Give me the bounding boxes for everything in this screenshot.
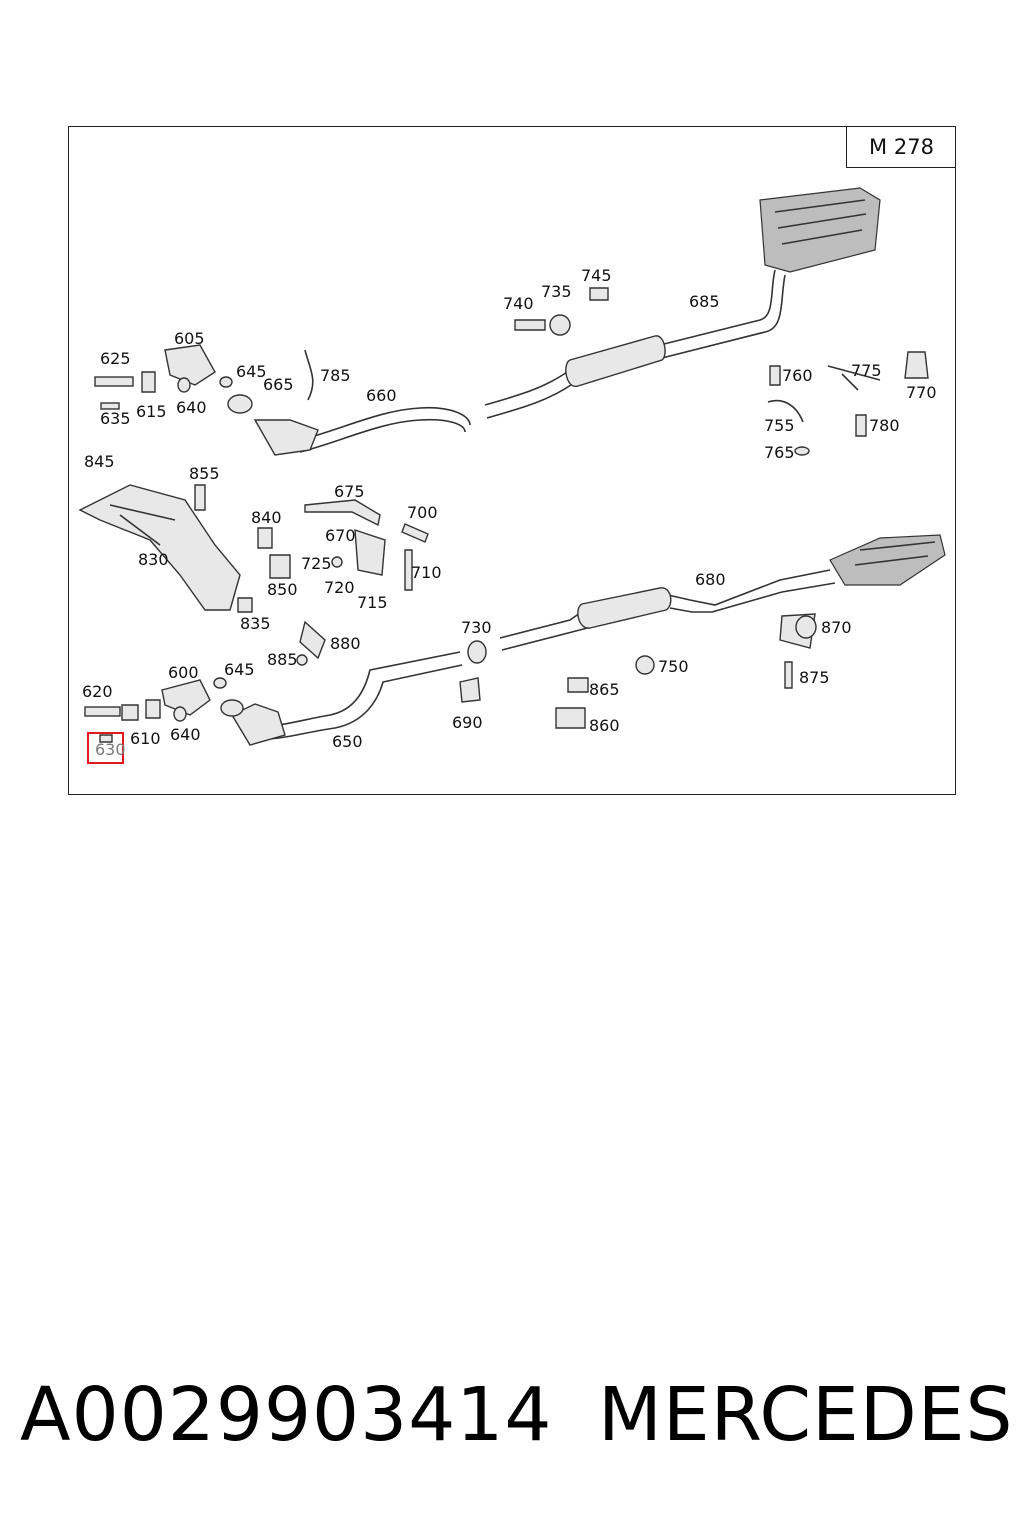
rear-silencer-lower: [829, 534, 946, 586]
heat-shield: [78, 484, 241, 611]
callout-645: 645: [224, 660, 255, 679]
callout-830: 830: [138, 550, 169, 569]
callout-675: 675: [334, 482, 365, 501]
callout-620: 620: [82, 682, 113, 701]
callout-760: 760: [782, 366, 813, 385]
callout-645: 645: [236, 362, 267, 381]
callout-610: 610: [130, 729, 161, 748]
diagram-frame: [68, 126, 956, 795]
callout-710: 710: [411, 563, 442, 582]
callout-685: 685: [689, 292, 720, 311]
callout-680: 680: [695, 570, 726, 589]
callout-625: 625: [100, 349, 131, 368]
callout-730: 730: [461, 618, 492, 637]
callout-660: 660: [366, 386, 397, 405]
callout-850: 850: [267, 580, 298, 599]
callout-765: 765: [764, 443, 795, 462]
callout-715: 715: [357, 593, 388, 612]
upper-exhaust-pipe: [299, 269, 786, 453]
footer: A0029903414 MERCEDES: [20, 1372, 1014, 1458]
callout-785: 785: [320, 366, 351, 385]
hardware-parts: [84, 287, 929, 743]
upper-muffler: [565, 335, 666, 387]
upper-catalytic-converter: [227, 394, 319, 456]
callout-755: 755: [764, 416, 795, 435]
callout-840: 840: [251, 508, 282, 527]
callout-770: 770: [906, 383, 937, 402]
callout-880: 880: [330, 634, 361, 653]
callout-700: 700: [407, 503, 438, 522]
callout-665: 665: [263, 375, 294, 394]
callout-835: 835: [240, 614, 271, 633]
callout-690: 690: [452, 713, 483, 732]
part-number: A0029903414: [20, 1372, 553, 1458]
callout-860: 860: [589, 716, 620, 735]
callout-780: 780: [869, 416, 900, 435]
callout-650: 650: [332, 732, 363, 751]
callout-600: 600: [168, 663, 199, 682]
highlighted-part-630[interactable]: 630: [87, 732, 126, 764]
callout-735: 735: [541, 282, 572, 301]
callout-605: 605: [174, 329, 205, 348]
callout-855: 855: [189, 464, 220, 483]
callout-640: 640: [176, 398, 207, 417]
exhaust-schematic: [78, 187, 946, 746]
callout-885: 885: [267, 650, 298, 669]
callout-615: 615: [136, 402, 167, 421]
brand-name: MERCEDES: [598, 1372, 1014, 1458]
callout-745: 745: [581, 266, 612, 285]
lower-muffler: [577, 587, 672, 629]
callout-750: 750: [658, 657, 689, 676]
callout-640: 640: [170, 725, 201, 744]
callout-630: 630: [95, 740, 126, 759]
lower-catalytic-converter: [220, 699, 286, 746]
callout-670: 670: [325, 526, 356, 545]
rear-silencer-upper: [759, 187, 881, 273]
callout-775: 775: [851, 361, 882, 380]
callout-875: 875: [799, 668, 830, 687]
callout-725: 725: [301, 554, 332, 573]
callout-720: 720: [324, 578, 355, 597]
callout-635: 635: [100, 409, 131, 428]
callout-870: 870: [821, 618, 852, 637]
callout-845: 845: [84, 452, 115, 471]
callout-740: 740: [503, 294, 534, 313]
callout-865: 865: [589, 680, 620, 699]
model-tag: M 278: [846, 126, 956, 168]
